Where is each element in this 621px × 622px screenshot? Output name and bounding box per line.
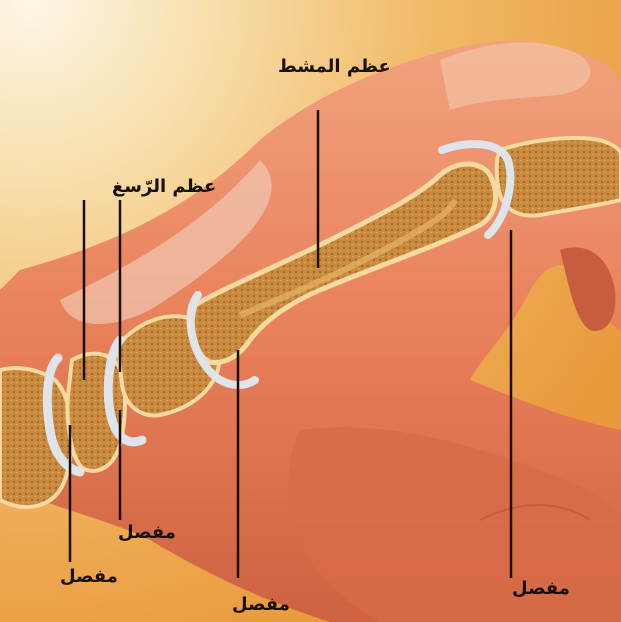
label-joint-2: مفصل [118, 524, 176, 542]
label-carpal-bone: عظم الرّسغ [112, 178, 216, 196]
carpal-bone-mid [68, 354, 125, 471]
label-metacarpal-bone: عظم المشط [278, 58, 391, 76]
label-joint-4: مفصل [512, 580, 570, 598]
label-joint-3: مفصل [232, 596, 290, 614]
carpal-bone-left [0, 368, 72, 507]
phalanx-bone [497, 138, 621, 216]
label-joint-1: مفصل [60, 568, 118, 586]
